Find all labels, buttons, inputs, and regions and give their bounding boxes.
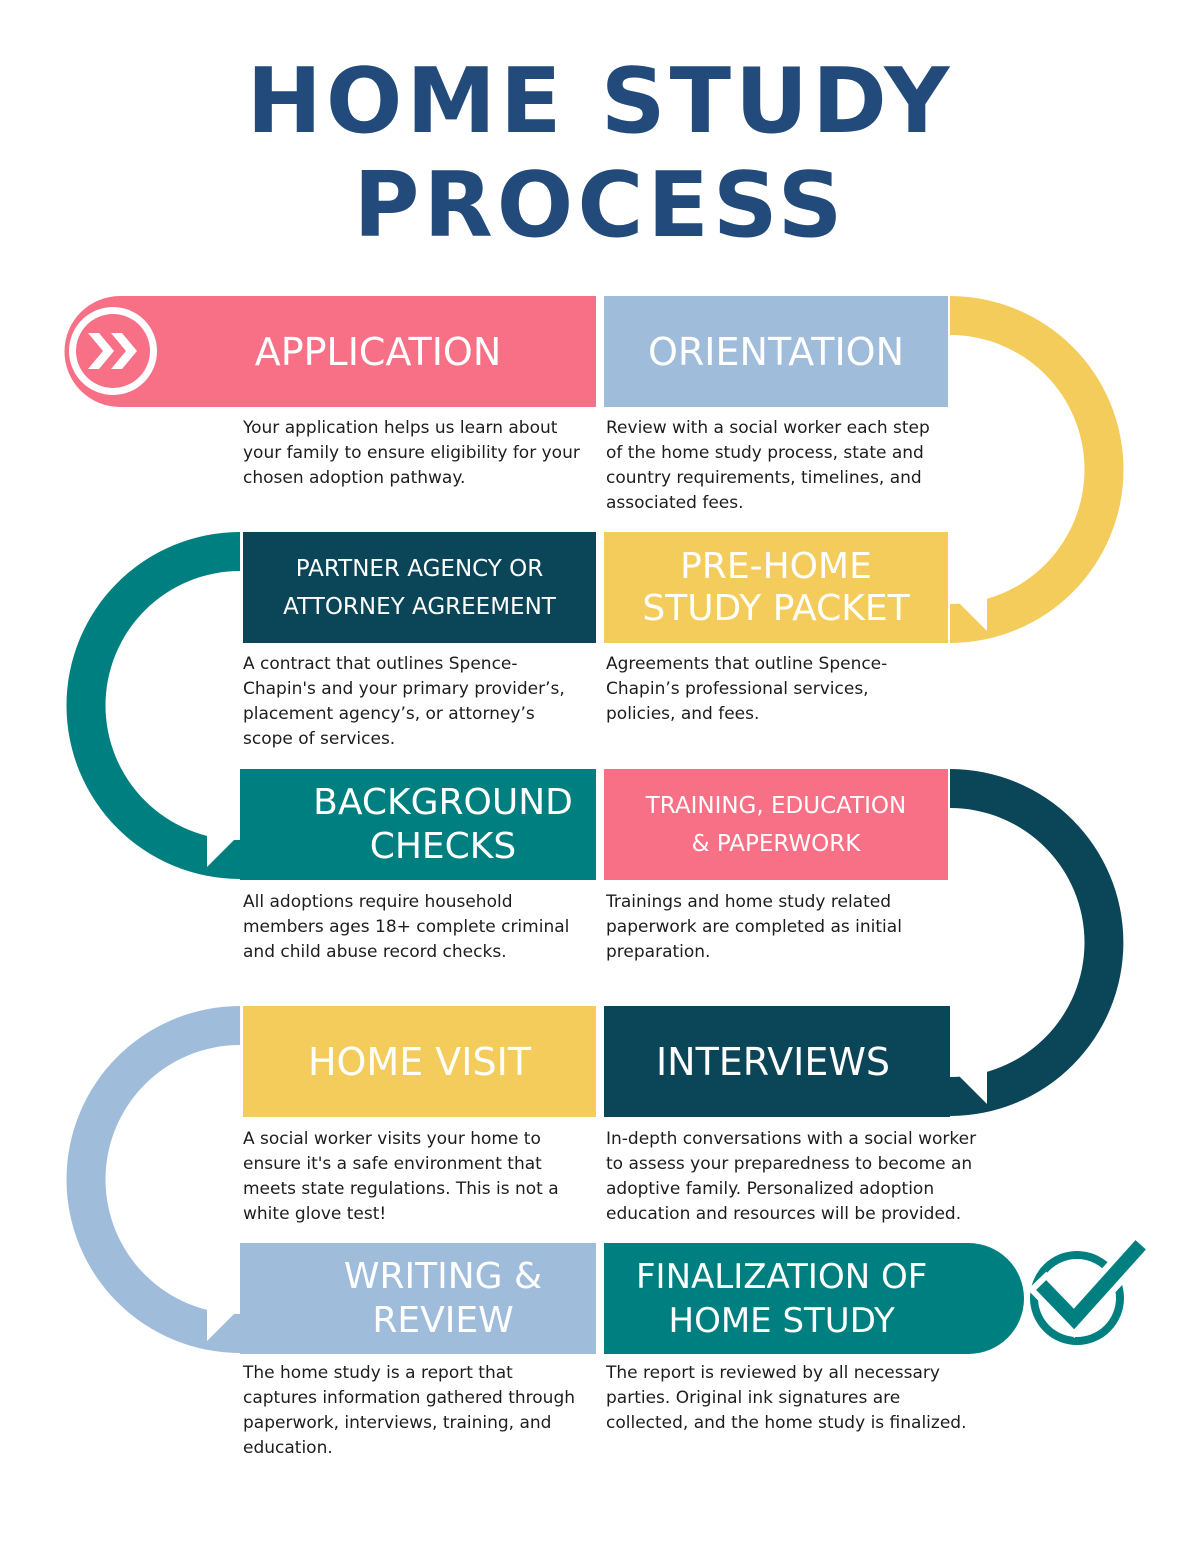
connector-lightblue-arrow [66,1006,251,1353]
step-pre-home-study-packet-description: Agreements that outline Spence-Chapin’s … [606,654,888,724]
step-training-education-description: Trainings and home study related paperwo… [606,892,902,962]
step-interviews-title: INTERVIEWS [604,1006,950,1117]
step-home-visit-description: A social worker visits your home to ensu… [243,1129,559,1224]
step-background-checks-title: BACKGROUND CHECKS [240,769,596,880]
step-finalization-description: The report is reviewed by all necessary … [606,1363,967,1433]
connector-navy-arrow [943,769,1124,1116]
step-writing-review-title: WRITING & REVIEW [240,1243,596,1354]
step-background-checks-description: All adoptions require household members … [243,892,570,962]
step-application-title: APPLICATION [160,296,596,407]
double-chevron-right-icon [69,307,157,395]
step-home-visit-title: HOME VISIT [243,1006,596,1117]
title-line-2: PROCESS [353,153,847,258]
step-orientation-title: ORIENTATION [604,296,948,407]
step-pre-home-study-packet-title: PRE-HOME STUDY PACKET [604,532,948,643]
connector-yellow-arrow [943,296,1124,643]
step-partner-agency-description: A contract that outlines Spence-Chapin's… [243,654,565,749]
title-line-1: HOME STUDY [246,49,954,154]
connector-teal-arrow [66,532,251,879]
check-circle-icon [1027,1231,1155,1345]
step-training-education-title: TRAINING, EDUCATION & PAPERWORK [604,769,948,880]
step-application-description: Your application helps us learn about yo… [243,418,580,488]
page-title: HOME STUDY PROCESS [0,50,1200,258]
step-interviews-description: In-depth conversations with a social wor… [606,1129,977,1224]
step-writing-review-description: The home study is a report that captures… [243,1363,576,1458]
step-orientation-description: Review with a social worker each step of… [606,418,930,513]
step-partner-agency-title: PARTNER AGENCY OR ATTORNEY AGREEMENT [243,532,596,643]
step-finalization-title: FINALIZATION OF HOME STUDY [604,1243,1024,1354]
